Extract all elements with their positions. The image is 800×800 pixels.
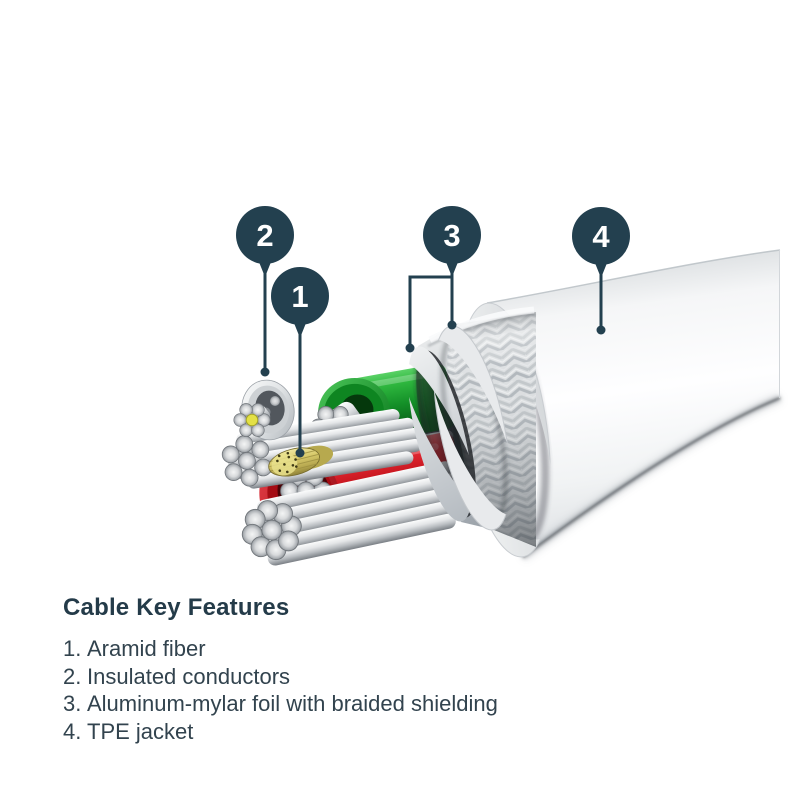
callout-2: 2 bbox=[236, 206, 294, 377]
key-features-panel: Cable Key Features 1.Aramid fiber 2.Insu… bbox=[63, 594, 703, 745]
callout-3-number: 3 bbox=[443, 218, 460, 253]
callout-4-number: 4 bbox=[592, 219, 610, 254]
feature-text: Aluminum-mylar foil with braided shieldi… bbox=[87, 691, 498, 717]
callouts: 2 1 3 4 bbox=[236, 206, 630, 458]
feature-marker: 2. bbox=[63, 663, 82, 689]
feature-text: TPE jacket bbox=[87, 718, 194, 744]
key-feature-item-4: 4.TPE jacket bbox=[63, 718, 703, 746]
callout-1-number: 1 bbox=[291, 279, 308, 314]
feature-marker: 1. bbox=[63, 636, 82, 661]
feature-text: Insulated conductors bbox=[87, 663, 291, 689]
callout-4: 4 bbox=[572, 207, 630, 335]
white-conductor bbox=[233, 379, 295, 441]
bare-strand-bundle-lower bbox=[241, 461, 465, 566]
white-conductor-strand-faces bbox=[233, 403, 271, 437]
key-feature-item-3: 3.Aluminum-mylar foil with braided shiel… bbox=[63, 690, 703, 718]
feature-marker: 4. bbox=[63, 718, 82, 744]
aramid-core bbox=[245, 413, 259, 427]
key-feature-item-1: 1.Aramid fiber bbox=[63, 635, 703, 663]
key-features-heading: Cable Key Features bbox=[63, 594, 290, 621]
feature-text: Aramid fiber bbox=[87, 636, 206, 661]
callout-2-number: 2 bbox=[256, 218, 273, 253]
key-feature-item-2: 2.Insulated conductors bbox=[63, 663, 703, 691]
feature-marker: 3. bbox=[63, 691, 82, 717]
callout-1: 1 bbox=[271, 267, 329, 458]
callout-3: 3 bbox=[405, 206, 481, 353]
aramid-fiber-bundle bbox=[268, 445, 334, 477]
